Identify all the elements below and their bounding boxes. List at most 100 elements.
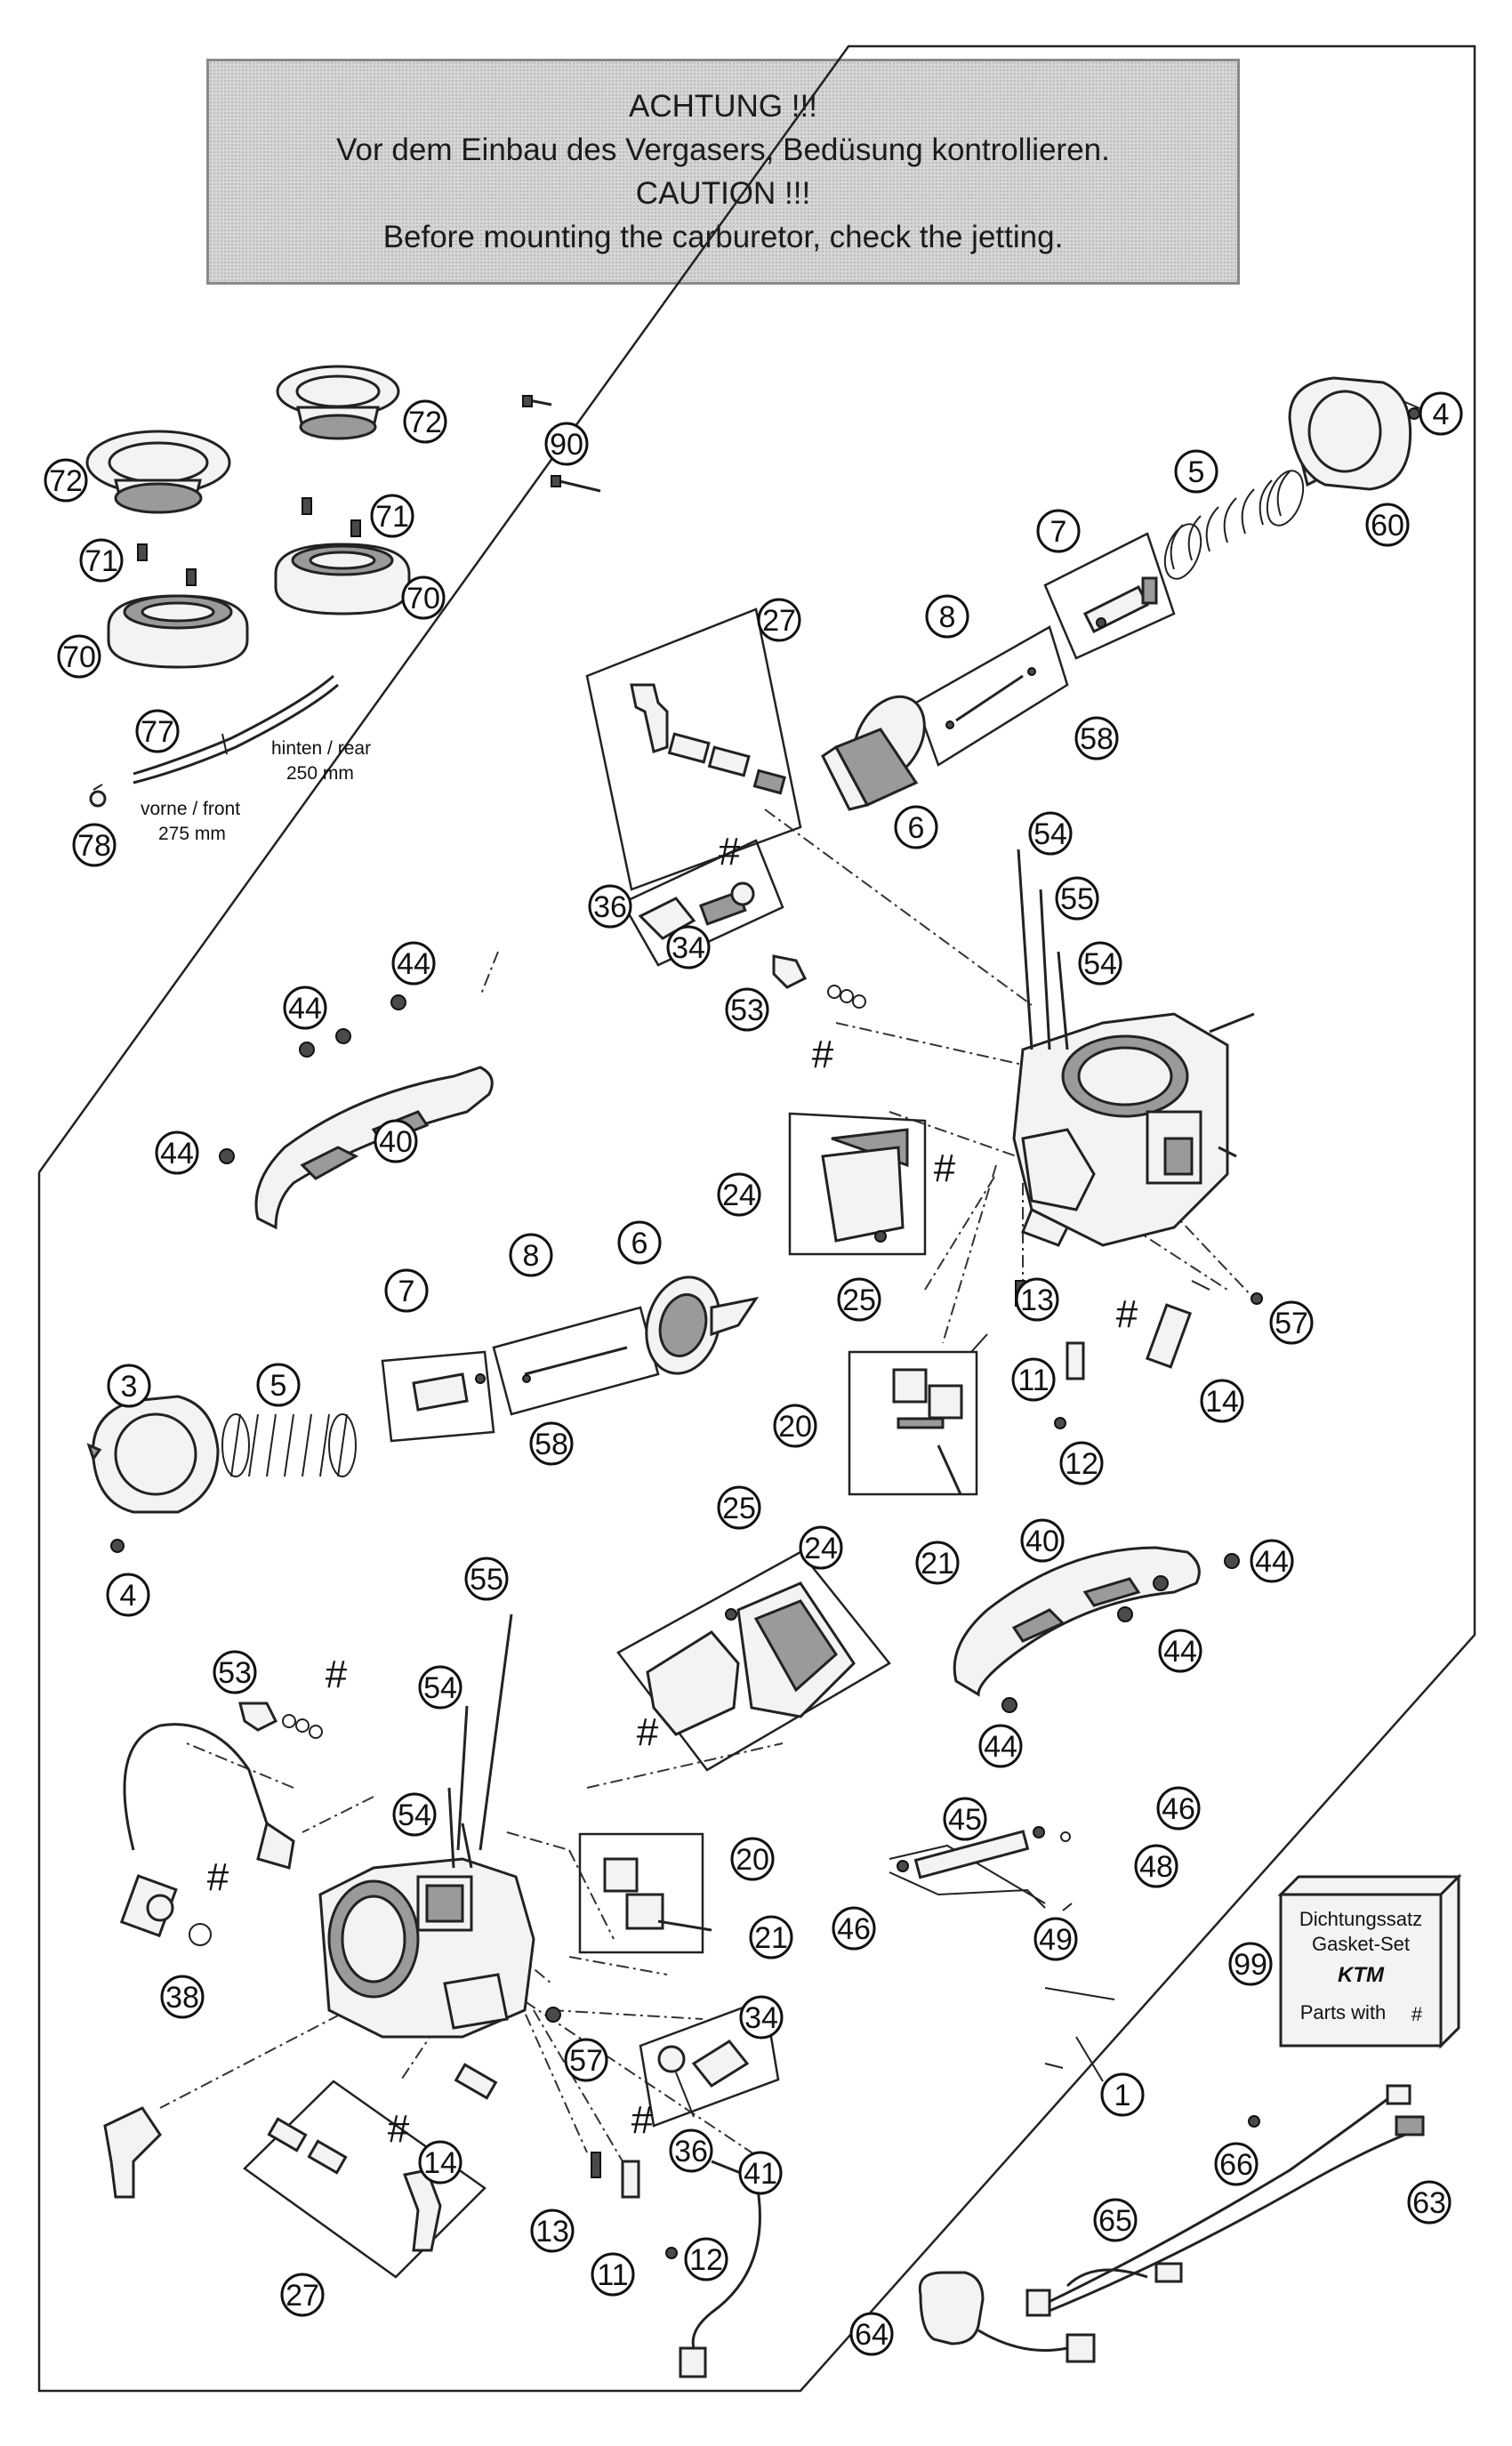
svg-text:11: 11 — [1017, 1364, 1049, 1397]
hash-marker: # — [326, 1653, 348, 1696]
callout-72: 72 — [403, 399, 447, 444]
callout-4: 4 — [1419, 391, 1463, 436]
gasket-kit-hash-symbol: # — [1411, 2003, 1423, 2025]
svg-text:36: 36 — [674, 2135, 708, 2168]
svg-text:44: 44 — [397, 947, 430, 981]
carburetor-cap-lower — [86, 1395, 220, 1553]
callout-44: 44 — [978, 1724, 1023, 1768]
svg-text:77: 77 — [141, 715, 174, 749]
hash-marker: # — [388, 2107, 410, 2151]
throttle-slide-lower — [645, 1275, 760, 1375]
gasket-kit-brand: KTM — [1338, 1963, 1385, 1987]
callout-7: 7 — [384, 1268, 429, 1313]
callout-34: 34 — [666, 925, 711, 970]
svg-text:8: 8 — [939, 600, 956, 634]
callout-24: 24 — [717, 1172, 761, 1217]
carburetor-body-upper — [1012, 1012, 1255, 1247]
svg-text:63: 63 — [1412, 2186, 1446, 2220]
callout-55: 55 — [1055, 876, 1099, 921]
callout-66: 66 — [1214, 2142, 1259, 2186]
callout-20: 20 — [730, 1837, 775, 1881]
svg-text:46: 46 — [1162, 1792, 1195, 1826]
gasket-kit-title-de: Dichtungssatz — [1299, 1908, 1422, 1930]
svg-text:55: 55 — [470, 1563, 503, 1597]
slide-spring-lower — [221, 1413, 357, 1477]
callout-7: 7 — [1036, 509, 1081, 553]
screws-54-55-upper — [1017, 849, 1069, 1050]
hash-marker: # — [631, 2098, 654, 2142]
svg-text:11: 11 — [597, 2258, 628, 2292]
gasket-kit-parts-text: Parts with — [1300, 2001, 1387, 2024]
svg-text:34: 34 — [744, 2001, 778, 2035]
svg-text:57: 57 — [1275, 1307, 1308, 1340]
svg-text:1: 1 — [1114, 2079, 1131, 2112]
callout-8: 8 — [509, 1233, 553, 1277]
callout-45: 45 — [943, 1797, 987, 1841]
callout-1: 1 — [1100, 2072, 1145, 2117]
callout-78: 78 — [72, 823, 117, 867]
callout-53: 53 — [725, 987, 769, 1032]
callout-12: 12 — [684, 2237, 728, 2281]
callout-70: 70 — [401, 575, 446, 620]
callout-65: 65 — [1093, 2198, 1138, 2242]
callout-38: 38 — [160, 1975, 205, 2019]
callout-40: 40 — [374, 1119, 418, 1163]
float-bowl-lower — [616, 1550, 891, 1772]
needle-clip-assembly-upper — [1043, 532, 1176, 660]
svg-text:6: 6 — [631, 1227, 648, 1260]
svg-text:66: 66 — [1219, 2148, 1253, 2182]
callout-14: 14 — [1200, 1379, 1244, 1423]
jets-lower — [454, 2007, 678, 2259]
callout-71: 71 — [79, 538, 124, 583]
choke-assembly-lower — [243, 2080, 487, 2279]
svg-text:41: 41 — [744, 2157, 777, 2191]
funnel-screws — [137, 497, 361, 586]
hash-marker: # — [637, 1710, 659, 1754]
svg-text:5: 5 — [1188, 455, 1205, 489]
svg-text:53: 53 — [730, 994, 764, 1027]
warning-text-en: Before mounting the carburetor, check th… — [382, 220, 1064, 254]
hash-marker: # — [934, 1147, 956, 1190]
svg-text:78: 78 — [77, 829, 111, 863]
callout-72: 72 — [44, 458, 88, 503]
assembly-outline — [37, 44, 1476, 2393]
cable-bracket-lower — [103, 2106, 162, 2199]
svg-text:14: 14 — [1205, 1385, 1239, 1419]
svg-text:57: 57 — [569, 2044, 603, 2078]
svg-text:71: 71 — [375, 500, 409, 534]
callout-54: 54 — [418, 1665, 462, 1710]
svg-text:71: 71 — [84, 544, 118, 578]
wiring-harness — [1025, 2084, 1425, 2317]
choke-plunger-upper — [621, 839, 784, 967]
svg-text:8: 8 — [523, 1239, 540, 1273]
idle-screw-assembly — [889, 1826, 1071, 1909]
callout-54: 54 — [1028, 811, 1073, 856]
callout-11: 11 — [591, 2252, 635, 2297]
callout-64: 64 — [849, 2312, 894, 2356]
svg-text:54: 54 — [398, 1798, 431, 1832]
float-assembly-lower — [578, 1832, 712, 1954]
callout-5: 5 — [1174, 449, 1218, 494]
svg-text:7: 7 — [398, 1275, 415, 1308]
hash-marker: # — [1116, 1292, 1138, 1336]
callout-49: 49 — [1033, 1917, 1078, 1961]
callout-24: 24 — [799, 1525, 843, 1570]
intake-rubber-right — [274, 543, 411, 616]
svg-text:49: 49 — [1039, 1923, 1073, 1957]
svg-text:58: 58 — [535, 1428, 568, 1461]
callout-40: 40 — [1020, 1518, 1065, 1563]
callout-48: 48 — [1134, 1844, 1178, 1888]
svg-text:25: 25 — [722, 1492, 756, 1525]
choke-plunger-lower — [639, 1998, 780, 2128]
screw-90 — [522, 395, 601, 493]
svg-text:55: 55 — [1060, 882, 1094, 916]
svg-text:34: 34 — [672, 931, 705, 965]
svg-text:99: 99 — [1234, 1948, 1267, 1982]
mounting-bracket-lower — [953, 1546, 1240, 1713]
leader-lines — [675, 399, 1433, 2118]
callout-53: 53 — [213, 1650, 257, 1694]
callout-5: 5 — [256, 1363, 301, 1407]
svg-text:53: 53 — [218, 1656, 252, 1690]
callout-90: 90 — [544, 422, 589, 466]
callout-21: 21 — [915, 1541, 960, 1585]
